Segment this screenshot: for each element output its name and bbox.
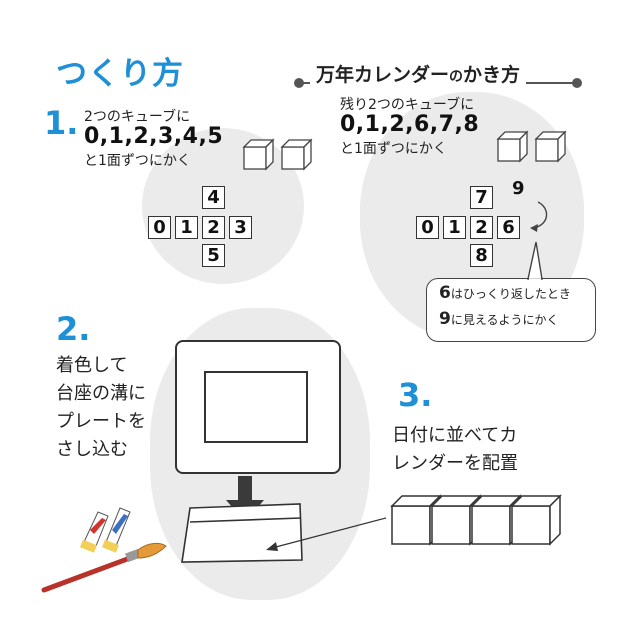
- step2-line: 着色して: [56, 355, 128, 376]
- bubble-line1: 6はひっくり返したとき: [439, 283, 571, 303]
- step3-line: 日付に並べてカ: [392, 425, 518, 446]
- subtitle-rule-dot-left: [294, 78, 304, 88]
- step2-number: 2.: [56, 310, 91, 348]
- curved-arrow-icon: [533, 201, 548, 229]
- paint-brush-icon: [41, 542, 167, 593]
- step1-number: 1.: [44, 104, 79, 142]
- step2-line: プレートを: [56, 411, 146, 432]
- step1-net-top: 4: [202, 186, 225, 209]
- subtitle-main: 万年カレンダー: [316, 64, 450, 86]
- bubble-num1: 6: [439, 283, 451, 303]
- plate-window: [204, 371, 308, 443]
- illustrations: [41, 130, 567, 593]
- step1-net-cell: 3: [229, 216, 252, 239]
- subtitle: 万年カレンダーのかき方: [310, 60, 527, 87]
- step1b-net-cell: 0: [416, 216, 439, 239]
- note-bubble: 6はひっくり返したとき 9に見えるようにかく: [426, 278, 596, 342]
- bubble-num2: 9: [439, 309, 451, 329]
- step1b-line1: 残り2つのキューブに: [340, 97, 475, 113]
- arrowhead-icon: [530, 224, 538, 232]
- step1b-line3: と1面ずつにかく: [340, 141, 447, 157]
- step1-net-cell: 0: [148, 216, 171, 239]
- step2-line: 台座の溝に: [56, 383, 146, 404]
- connector-line: [271, 517, 387, 549]
- step1-line1: 2つのキューブに: [84, 109, 191, 125]
- nine-label: 9: [512, 178, 525, 199]
- step3-number: 3.: [398, 376, 433, 414]
- step1b-net-bottom: 8: [470, 244, 493, 267]
- cube-icon: [534, 130, 567, 163]
- page-title: つくり方: [56, 56, 184, 92]
- step1-net-bottom: 5: [202, 244, 225, 267]
- cube-icon: [280, 138, 313, 171]
- bubble-tail-icon: [527, 241, 543, 280]
- step1-line3: と1面ずつにかく: [84, 153, 191, 169]
- step1-digits: 0,1,2,3,4,5: [84, 124, 224, 149]
- step1b-net-cell: 1: [443, 216, 466, 239]
- subtitle-no: の: [449, 69, 464, 85]
- instruction-panel: つくり方 万年カレンダーのかき方 1. 2つのキューブに 0,1,2,3,4,5…: [30, 30, 610, 610]
- step1-net-cell: 2: [202, 216, 225, 239]
- picture-plate: [175, 340, 341, 474]
- bubble-line2: 9に見えるようにかく: [439, 309, 559, 329]
- step1b-net-cell: 2: [470, 216, 493, 239]
- step2-line: さし込む: [56, 439, 128, 460]
- step1b-net-cell: 6: [497, 216, 520, 239]
- bubble-text1: はひっくり返したとき: [450, 287, 571, 301]
- subtitle-rest: かき方: [463, 64, 521, 86]
- step3-line: レンダーを配置: [392, 453, 518, 474]
- connector-arrowhead: [266, 542, 278, 551]
- base-stand: [181, 503, 303, 563]
- step1-net-cell: 1: [175, 216, 198, 239]
- step1b-net-top: 7: [470, 186, 493, 209]
- cube-row: [390, 494, 562, 546]
- subtitle-rule-dot-right: [572, 78, 582, 88]
- bubble-text2: に見えるようにかく: [450, 313, 559, 327]
- paint-tube-red-icon: [80, 511, 109, 553]
- step1b-digits: 0,1,2,6,7,8: [340, 112, 480, 137]
- cube-icon: [496, 130, 529, 163]
- cube-icon: [242, 138, 275, 171]
- paint-tube-blue-icon: [102, 507, 131, 553]
